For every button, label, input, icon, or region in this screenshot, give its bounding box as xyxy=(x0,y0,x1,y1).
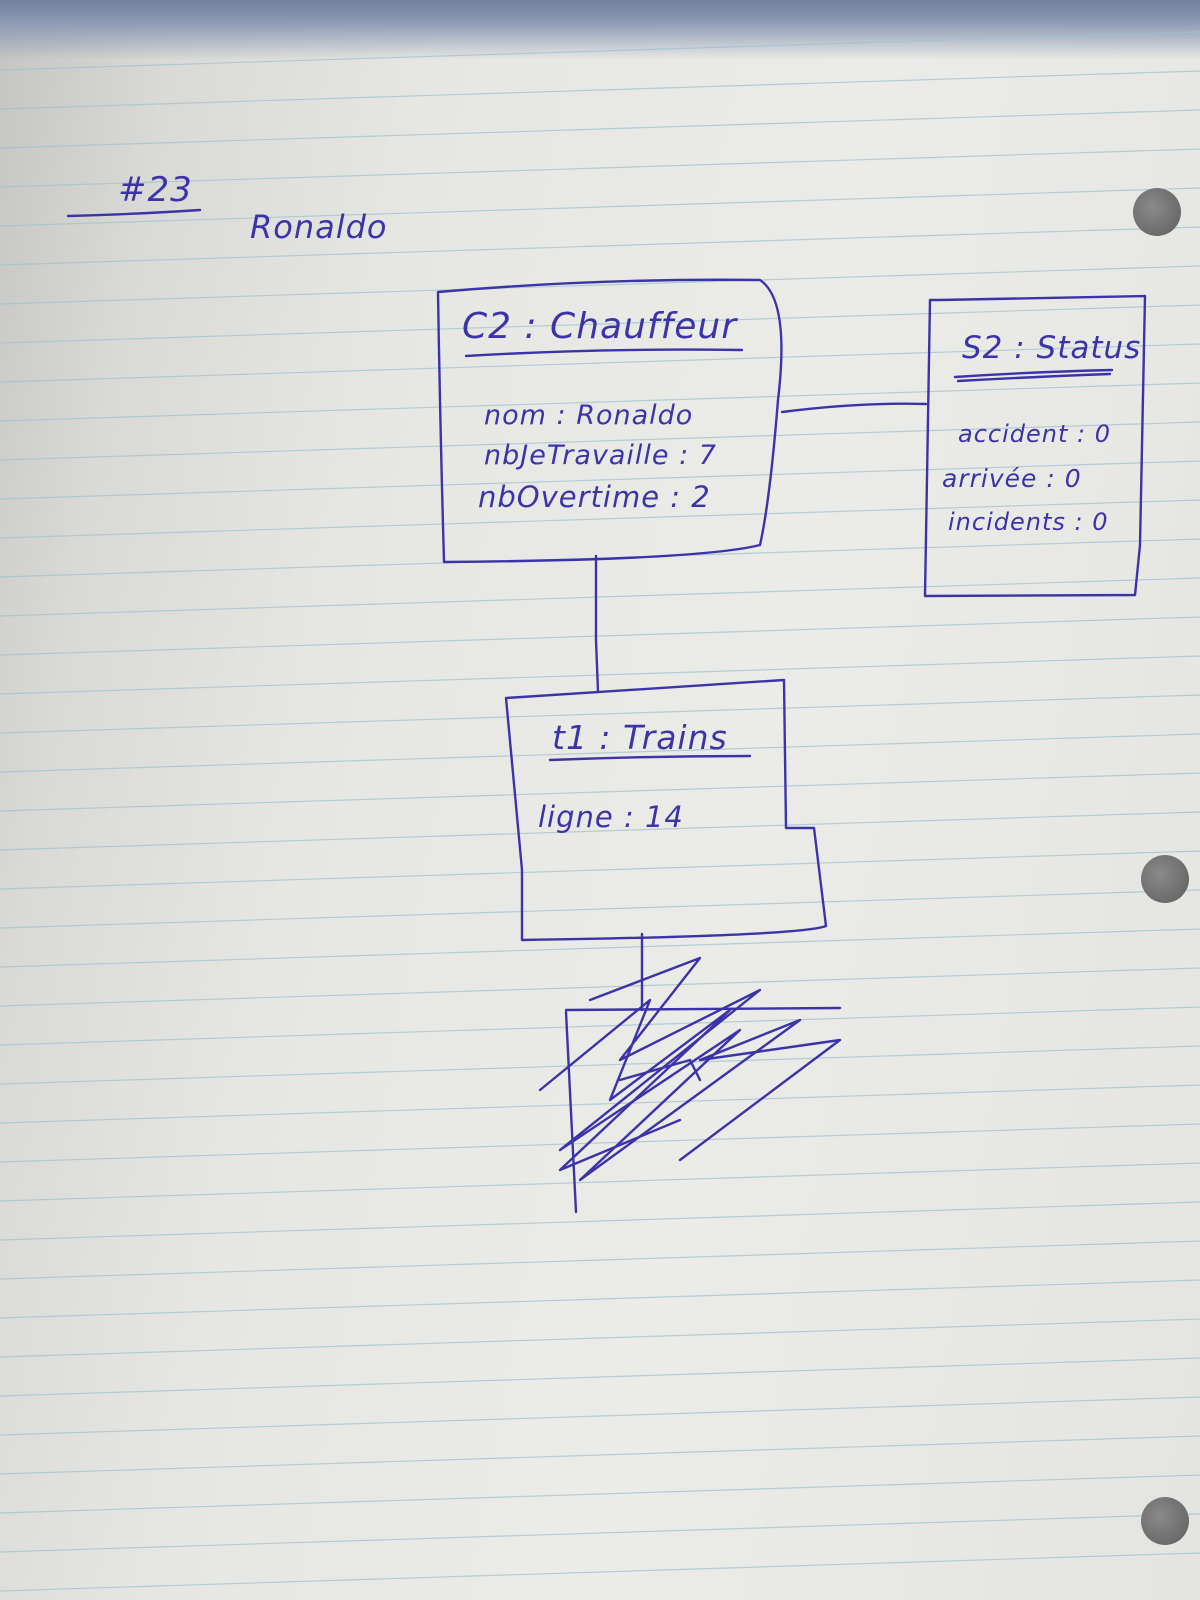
chauffeur-status-link xyxy=(780,402,928,414)
page-curl-shadow xyxy=(0,0,1200,60)
status-attr-accident: accident : 0 xyxy=(958,420,1111,448)
rule-line xyxy=(0,70,1200,110)
rule-line xyxy=(0,1435,1200,1475)
rule-line xyxy=(0,655,1200,695)
rule-line xyxy=(0,31,1200,71)
rule-line xyxy=(0,1162,1200,1202)
rule-line xyxy=(0,421,1200,461)
rule-line xyxy=(0,694,1200,734)
chauffeur-title-underline xyxy=(464,348,744,358)
sheet-number: #23 xyxy=(118,170,193,210)
status-attr-arrivee: arrivée : 0 xyxy=(942,464,1082,493)
rule-line xyxy=(0,226,1200,266)
train-box xyxy=(504,678,828,942)
rule-line xyxy=(0,577,1200,617)
rule-line xyxy=(0,1279,1200,1319)
rule-line xyxy=(0,382,1200,422)
rule-line xyxy=(0,1552,1200,1592)
rule-line xyxy=(0,811,1200,851)
rule-line xyxy=(0,1240,1200,1280)
rule-line xyxy=(0,967,1200,1007)
rule-line xyxy=(0,1123,1200,1163)
rule-line xyxy=(0,265,1200,305)
rule-line xyxy=(0,1045,1200,1085)
train-title: t1 : Trains xyxy=(552,718,728,757)
header-underline xyxy=(66,208,202,218)
chauffeur-attr-overtime: nbOvertime : 2 xyxy=(478,480,711,514)
rule-line xyxy=(0,733,1200,773)
status-attr-incidents: incidents : 0 xyxy=(948,508,1109,536)
punch-hole-icon xyxy=(1141,855,1189,903)
rule-line xyxy=(0,928,1200,968)
rule-line xyxy=(0,850,1200,890)
status-title-underline-2 xyxy=(956,372,1112,383)
chauffeur-attr-nom: nom : Ronaldo xyxy=(484,400,694,431)
rule-line xyxy=(0,1084,1200,1124)
rule-line xyxy=(0,1513,1200,1553)
rule-line xyxy=(0,343,1200,383)
rule-line xyxy=(0,1357,1200,1397)
rule-line xyxy=(0,460,1200,500)
rule-line xyxy=(0,109,1200,149)
rule-line xyxy=(0,1318,1200,1358)
chauffeur-train-link xyxy=(594,554,600,694)
chauffeur-title: C2 : Chauffeur xyxy=(462,306,737,347)
rule-line xyxy=(0,616,1200,656)
train-title-underline xyxy=(548,754,752,762)
chauffeur-attr-jours: nbJeTravaille : 7 xyxy=(484,440,717,471)
punch-hole-icon xyxy=(1141,1497,1189,1545)
chauffeur-box xyxy=(436,278,783,564)
rule-line xyxy=(0,772,1200,812)
rule-line xyxy=(0,1201,1200,1241)
rule-line xyxy=(0,499,1200,539)
punch-hole-icon xyxy=(1133,188,1181,236)
train-attr-ligne: ligne : 14 xyxy=(538,800,684,834)
rule-line xyxy=(0,1396,1200,1436)
rule-line xyxy=(0,187,1200,227)
rule-line xyxy=(0,1006,1200,1046)
status-title-underline xyxy=(953,368,1114,379)
student-name: Ronaldo xyxy=(250,208,388,246)
rule-line xyxy=(0,304,1200,344)
signature-icon xyxy=(538,956,842,1214)
status-box xyxy=(923,294,1147,598)
rule-line xyxy=(0,889,1200,929)
rule-line xyxy=(0,148,1200,188)
status-title: S2 : Status xyxy=(962,330,1142,366)
rule-line xyxy=(0,1474,1200,1514)
